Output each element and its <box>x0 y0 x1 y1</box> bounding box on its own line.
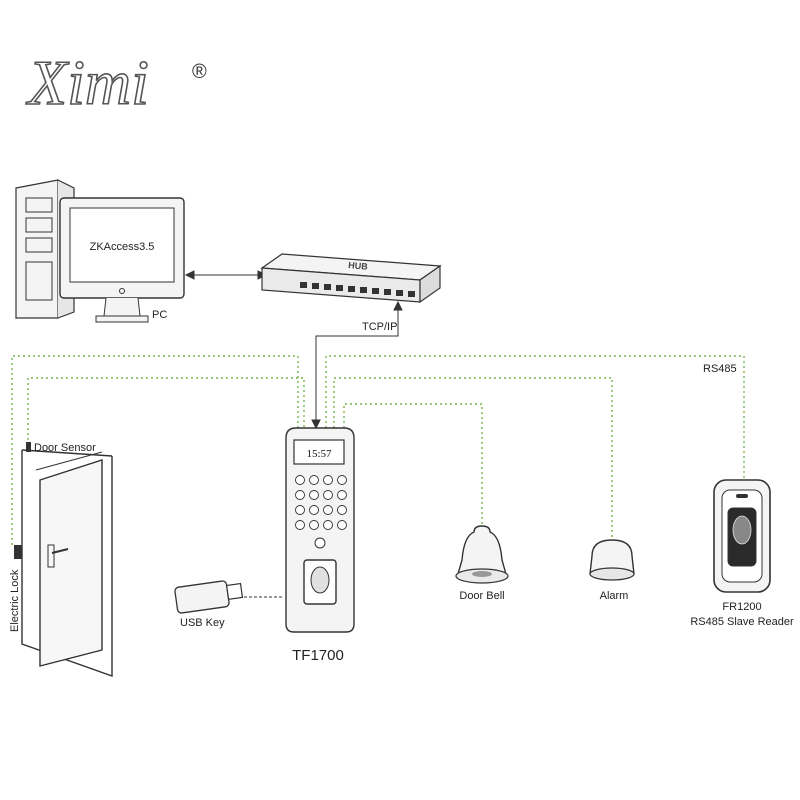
usb-key: USB Key <box>174 580 244 629</box>
pc: ZKAccess3.5 PC <box>15 179 185 323</box>
reader-description-label: RS485 Slave Reader <box>690 616 794 628</box>
electric-lock-label: Electric Lock <box>9 569 21 632</box>
rs485-label: RS485 <box>703 363 737 375</box>
wire-rs485 <box>325 355 745 480</box>
hub: HUB <box>260 253 442 304</box>
pc-label: PC <box>152 309 167 321</box>
usb-label: USB Key <box>180 617 225 629</box>
wire-alarm <box>333 377 613 540</box>
door: Door Sensor Electric Lock <box>9 442 113 677</box>
usb-connector <box>225 582 244 601</box>
reader-model-label: FR1200 <box>722 601 761 613</box>
door-sensor-device <box>26 442 31 452</box>
terminal-keypad <box>295 475 347 530</box>
door-bell-icon <box>457 525 507 575</box>
network-lines <box>184 270 403 598</box>
hub-text: HUB <box>348 260 369 272</box>
tf1700-terminal: 15:57 TF1700 <box>285 427 355 664</box>
terminal-display-time: 15:57 <box>306 448 332 460</box>
registered-mark: ® <box>192 61 207 83</box>
tcpip-label: TCP/IP <box>362 321 397 333</box>
wire-door-sensor <box>27 377 305 450</box>
fr1200-reader: FR1200 RS485 Slave Reader <box>690 479 794 628</box>
wire-electric-lock <box>11 355 299 545</box>
hub-ports <box>300 282 415 297</box>
alarm-label: Alarm <box>600 590 629 602</box>
door-bell: Door Bell <box>455 525 509 602</box>
door-bell-label: Door Bell <box>459 590 504 602</box>
door-leaf <box>39 459 103 667</box>
pc-screen <box>69 207 175 283</box>
alarm: Alarm <box>589 539 635 602</box>
usb-body <box>174 580 230 614</box>
terminal-lock-key <box>314 537 326 549</box>
pc-screen-text: ZKAccess3.5 <box>90 241 155 253</box>
terminal-model-label: TF1700 <box>292 647 344 664</box>
wiring <box>11 355 745 545</box>
tcpip-link <box>315 306 399 424</box>
brand-name: Ximi <box>25 47 149 118</box>
electric-lock-device <box>14 545 22 559</box>
brand-logo: Ximi ® <box>24 46 207 119</box>
terminal-display <box>293 439 345 465</box>
door-sensor-label: Door Sensor <box>34 442 96 454</box>
wire-door-bell <box>343 403 483 530</box>
